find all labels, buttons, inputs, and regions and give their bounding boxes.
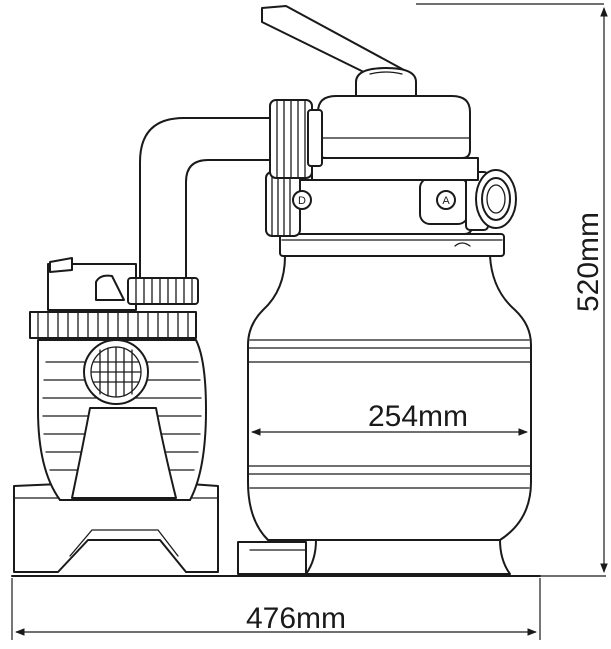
port-label-right: A [442, 195, 450, 207]
pump-unit [13, 257, 219, 573]
diameter-dimension: 254mm [251, 400, 528, 436]
height-dimension: 520mm [416, 3, 608, 577]
connecting-pipe [139, 117, 279, 279]
width-dimension: 476mm [11, 578, 541, 640]
port-label-left: D [298, 195, 306, 207]
height-label: 520mm [572, 212, 605, 312]
filter-tank [237, 255, 532, 575]
width-label: 476mm [246, 602, 346, 635]
multiport-valve: D A [261, 5, 517, 257]
diameter-label: 254mm [368, 400, 468, 433]
